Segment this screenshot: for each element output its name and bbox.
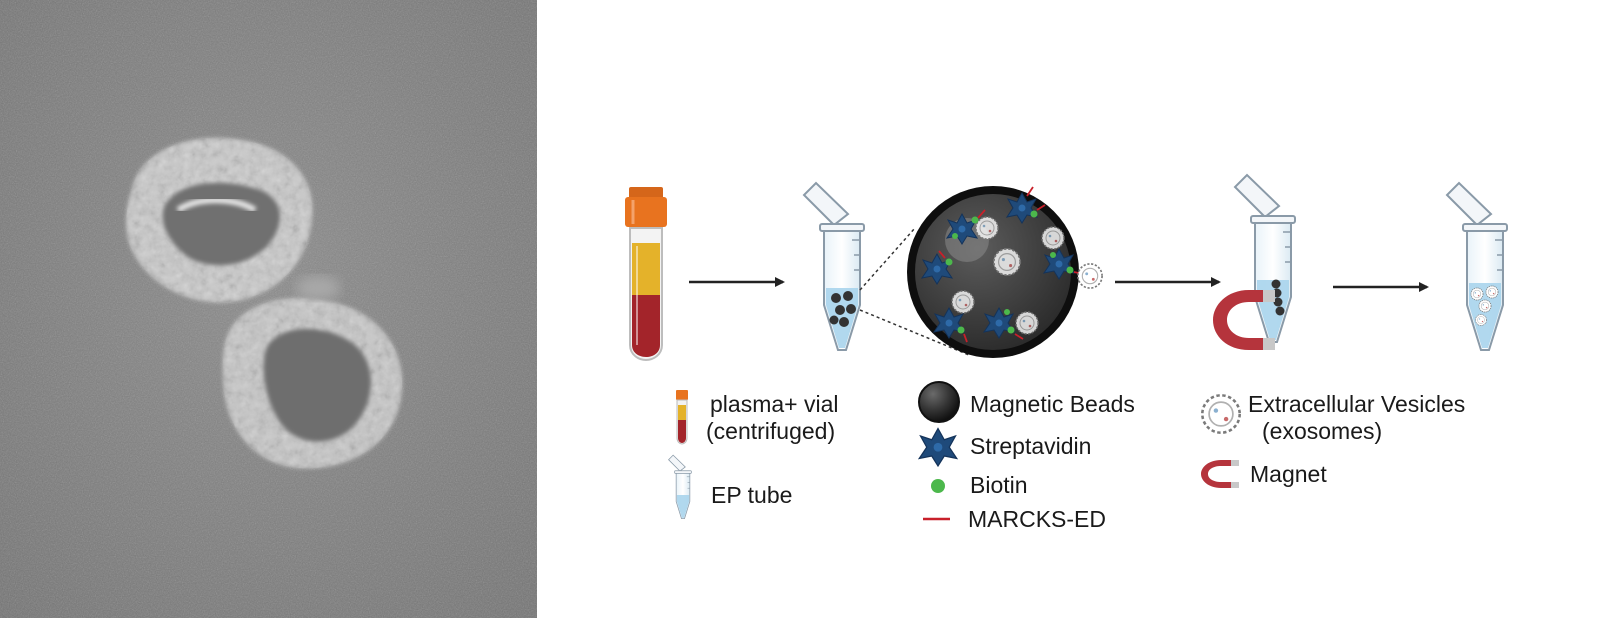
- magnet-icon: [1213, 290, 1275, 350]
- blood-vial-icon: [676, 390, 688, 445]
- vesicle-upper: [126, 138, 313, 303]
- legend-plasma-vial-line1: plasma+ vial: [710, 391, 839, 417]
- vesicle-icon: [1201, 394, 1241, 434]
- legend-magnetic-beads: Magnetic Beads: [970, 391, 1135, 417]
- legend-streptavidin: Streptavidin: [970, 433, 1092, 459]
- biotin-icon: [931, 479, 945, 493]
- electron-micrograph: [0, 0, 537, 618]
- magnet-icon: [1201, 460, 1239, 488]
- ep-tube-with-magnet: [1234, 174, 1296, 343]
- ep-tube-with-beads: [803, 182, 865, 351]
- vesicle-lower: [222, 298, 403, 469]
- legend-plasma-vial-line2: (centrifuged): [706, 418, 836, 444]
- ep-tube-with-vesicles: [1446, 182, 1508, 351]
- blood-vial-icon: [625, 187, 667, 362]
- ep-tube-icon: [668, 454, 692, 519]
- legend-magnet: Magnet: [1250, 461, 1327, 487]
- legend-marcks-ed: MARCKS-ED: [968, 506, 1107, 532]
- legend-ep-tube: EP tube: [711, 482, 793, 508]
- legend-biotin: Biotin: [970, 472, 1028, 498]
- magnetic-bead-zoom: [907, 186, 1103, 358]
- legend-vesicles-line2: (exosomes): [1262, 418, 1383, 444]
- magnetic-bead-icon: [918, 381, 960, 423]
- workflow-diagram: [625, 174, 1508, 521]
- legend-vesicles-line1: Extracellular Vesicles: [1248, 391, 1466, 417]
- streptavidin-icon: [918, 427, 958, 467]
